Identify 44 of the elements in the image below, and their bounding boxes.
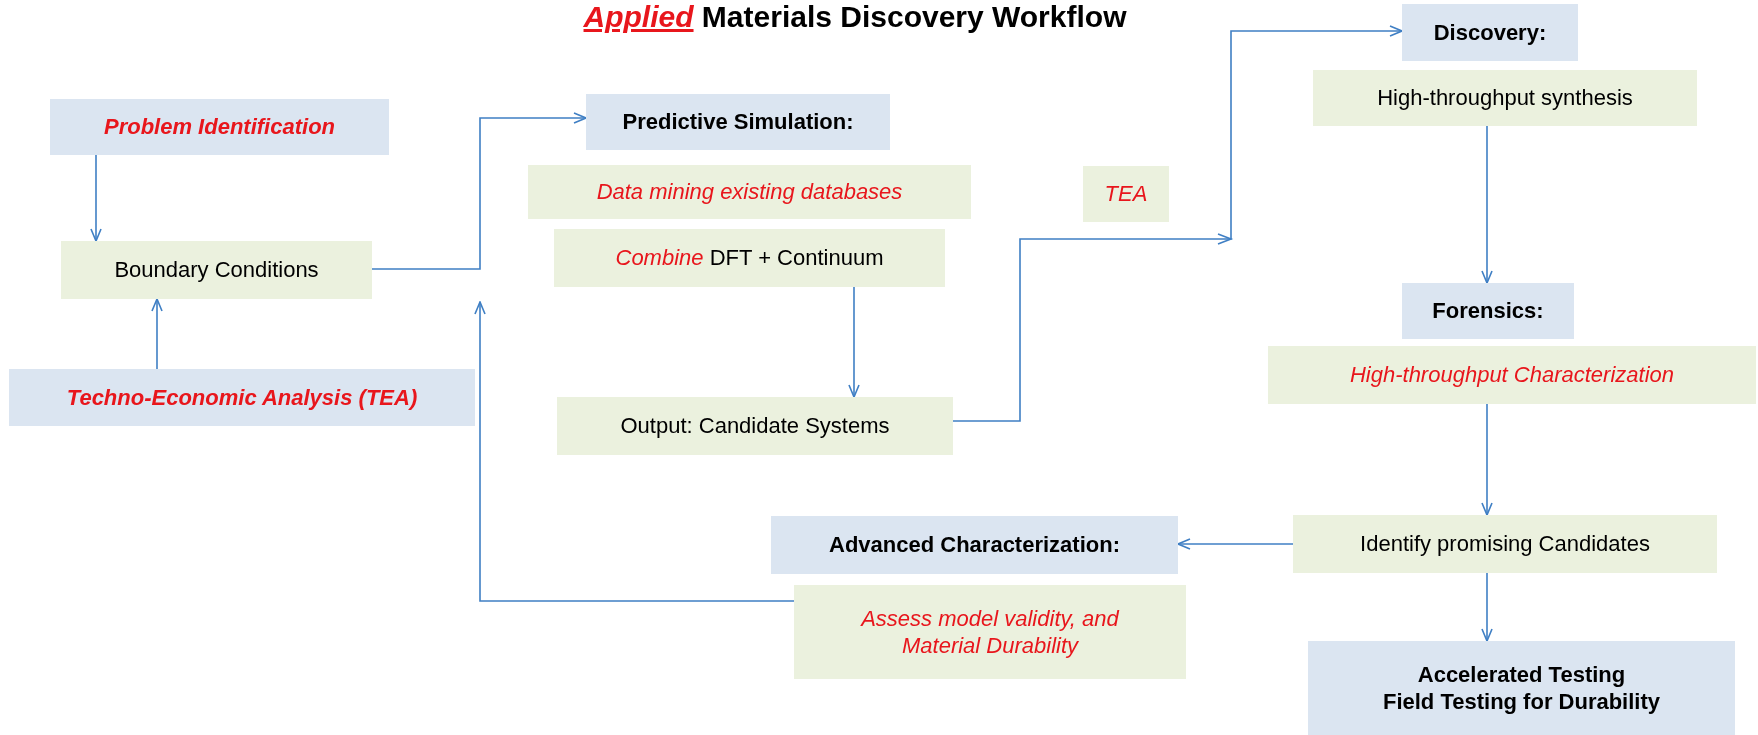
arrow [151,298,163,370]
box-text: Identify promising Candidates [1360,530,1650,558]
box-text: Data mining existing databases [596,178,903,206]
text-box [557,397,953,455]
text-box [1083,166,1169,222]
box-text: TEA [1104,180,1148,208]
arrow [952,25,1403,422]
heading-box [1308,641,1735,735]
arrow [1481,403,1493,516]
heading-box [9,369,475,426]
box-text: Techno-Economic Analysis (TEA) [66,383,418,412]
text-box [1293,515,1717,573]
text-box [554,229,945,287]
diagram-title: Applied Materials Discovery Workflow [582,0,1128,34]
box-text: Discovery: [1433,18,1547,47]
box-text: Problem Identification [104,113,335,141]
arrow [1177,538,1294,550]
box-text: Combine DFT + Continuum [615,244,884,272]
box-text: Predictive Simulation: [622,108,854,136]
box-text: Accelerated Testing [1417,660,1626,688]
heading-box [50,99,389,155]
box-text: High-throughput synthesis [1377,84,1633,112]
box-text: Boundary Conditions [114,256,319,284]
box-text: Advanced Characterization: [829,531,1120,559]
text-box [1268,346,1756,404]
box-text: High-throughput Characterization [1349,361,1675,389]
arrow [474,301,795,602]
arrow [1481,572,1493,642]
heading-box [586,94,890,150]
text-box [794,585,1186,679]
arrow [848,286,860,398]
heading-box [771,516,1178,574]
arrow [90,154,102,242]
arrow [371,112,587,270]
heading-box [1402,4,1578,61]
box-text: Assess model validity, and Material Durability [859,604,1121,660]
text-box [61,241,372,299]
text-box [1313,70,1697,126]
box-text: Output: Candidate Systems [620,412,890,440]
heading-box [1402,283,1574,339]
box-text: Field Testing for Durability [1382,688,1661,716]
arrow [1481,125,1493,284]
box-text: Forensics: [1432,297,1544,325]
text-box [528,165,971,219]
